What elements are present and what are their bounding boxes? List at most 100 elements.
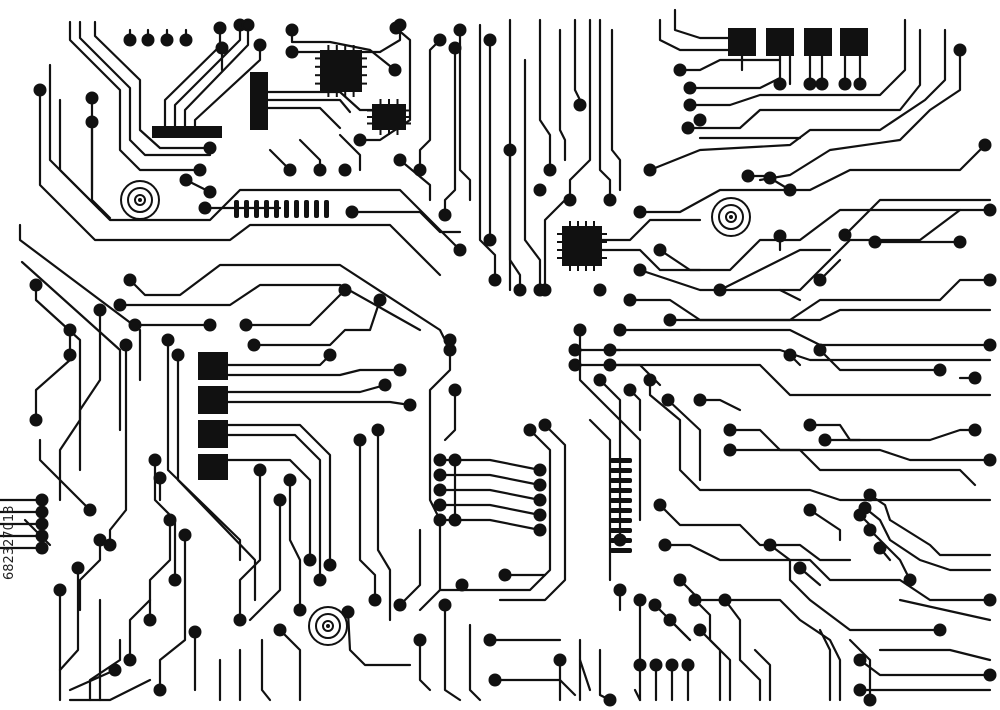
pad-filled: [983, 273, 997, 287]
trace: [266, 98, 352, 114]
trace: [260, 638, 272, 702]
target-right-ring-2: [725, 211, 737, 223]
chip-top-3: [804, 28, 832, 56]
trace: [290, 28, 397, 72]
trace: [578, 328, 642, 522]
pad-filled: [953, 43, 967, 57]
pad-filled: [393, 598, 407, 612]
ic-square: [320, 50, 362, 92]
trace: [118, 283, 422, 332]
resistor-bar: [274, 200, 279, 218]
trace: [508, 18, 522, 292]
trace: [226, 433, 322, 582]
trace: [398, 528, 422, 607]
pad-filled: [838, 228, 852, 242]
trace: [753, 648, 772, 702]
pad-filled: [341, 605, 355, 619]
pad-filled: [838, 77, 852, 91]
trace: [818, 348, 942, 372]
pad-filled: [713, 283, 727, 297]
trace: [638, 208, 962, 292]
pad-filled: [533, 508, 547, 522]
resistor-bar: [264, 200, 269, 218]
trace: [458, 28, 472, 202]
trace: [608, 348, 992, 362]
pad-filled: [293, 603, 307, 617]
pad-filled: [673, 63, 687, 77]
pad-filled: [198, 201, 212, 215]
trace: [48, 63, 462, 252]
target-bottom-ring-0: [308, 606, 348, 646]
pad-filled: [633, 658, 647, 672]
trace: [418, 428, 552, 612]
pad-filled: [273, 623, 287, 637]
resistor-bar: [610, 478, 632, 483]
pad-filled: [568, 358, 582, 372]
trace: [346, 610, 412, 667]
pad-filled: [453, 243, 467, 257]
pad-filled: [353, 433, 367, 447]
resistor-bar: [610, 528, 632, 533]
chips: [120, 28, 868, 646]
pad-filled: [338, 163, 352, 177]
pad-filled: [483, 233, 497, 247]
pad-filled: [503, 143, 517, 157]
side-label: 682327018: [2, 505, 17, 580]
pad-filled: [623, 293, 637, 307]
trace: [38, 438, 92, 512]
pad-filled: [658, 538, 672, 552]
trace: [568, 18, 592, 202]
pad-filled: [783, 348, 797, 362]
resistor-bar: [284, 200, 289, 218]
trace: [288, 478, 302, 612]
trace: [78, 538, 102, 612]
pad-filled: [179, 33, 193, 47]
pad-filled: [488, 673, 502, 687]
pad-filled: [345, 205, 359, 219]
trace: [226, 400, 412, 407]
pad-filled: [653, 243, 667, 257]
pad-filled: [933, 623, 947, 637]
pad-filled: [353, 133, 367, 147]
pad-filled: [863, 523, 877, 537]
pad-filled: [433, 33, 447, 47]
trace: [443, 388, 457, 442]
connector-block-3: [198, 420, 228, 448]
pad-filled: [853, 683, 867, 697]
pad-filled: [723, 423, 737, 437]
trace: [768, 543, 942, 632]
pad-filled: [853, 77, 867, 91]
ic-vertical: [250, 72, 268, 130]
pad-filled: [803, 77, 817, 91]
resistor-bar: [324, 200, 329, 218]
pad-filled: [373, 293, 387, 307]
pad-filled: [665, 658, 679, 672]
pad-filled: [643, 373, 657, 387]
pad-filled: [741, 169, 755, 183]
pad-filled: [433, 468, 447, 482]
trace: [163, 26, 222, 132]
pad-filled: [273, 493, 287, 507]
trace: [668, 308, 992, 322]
pad-filled: [438, 598, 452, 612]
trace: [498, 423, 567, 602]
trace: [108, 343, 128, 547]
pad-filled: [538, 418, 552, 432]
target-left-center: [138, 198, 142, 202]
pad-filled: [933, 363, 947, 377]
pad-filled: [161, 333, 175, 347]
pad-filled: [773, 77, 787, 91]
target-right-ring-1: [718, 204, 744, 230]
pad-filled: [623, 383, 637, 397]
trace: [418, 38, 442, 172]
trace: [600, 218, 702, 242]
trace: [610, 28, 622, 192]
pad-filled: [103, 538, 117, 552]
target-bottom-ring-2: [322, 620, 334, 632]
pad-filled: [163, 513, 177, 527]
trace: [266, 106, 342, 130]
trace: [443, 46, 457, 217]
pad-filled: [35, 517, 49, 531]
pad-filled: [673, 573, 687, 587]
